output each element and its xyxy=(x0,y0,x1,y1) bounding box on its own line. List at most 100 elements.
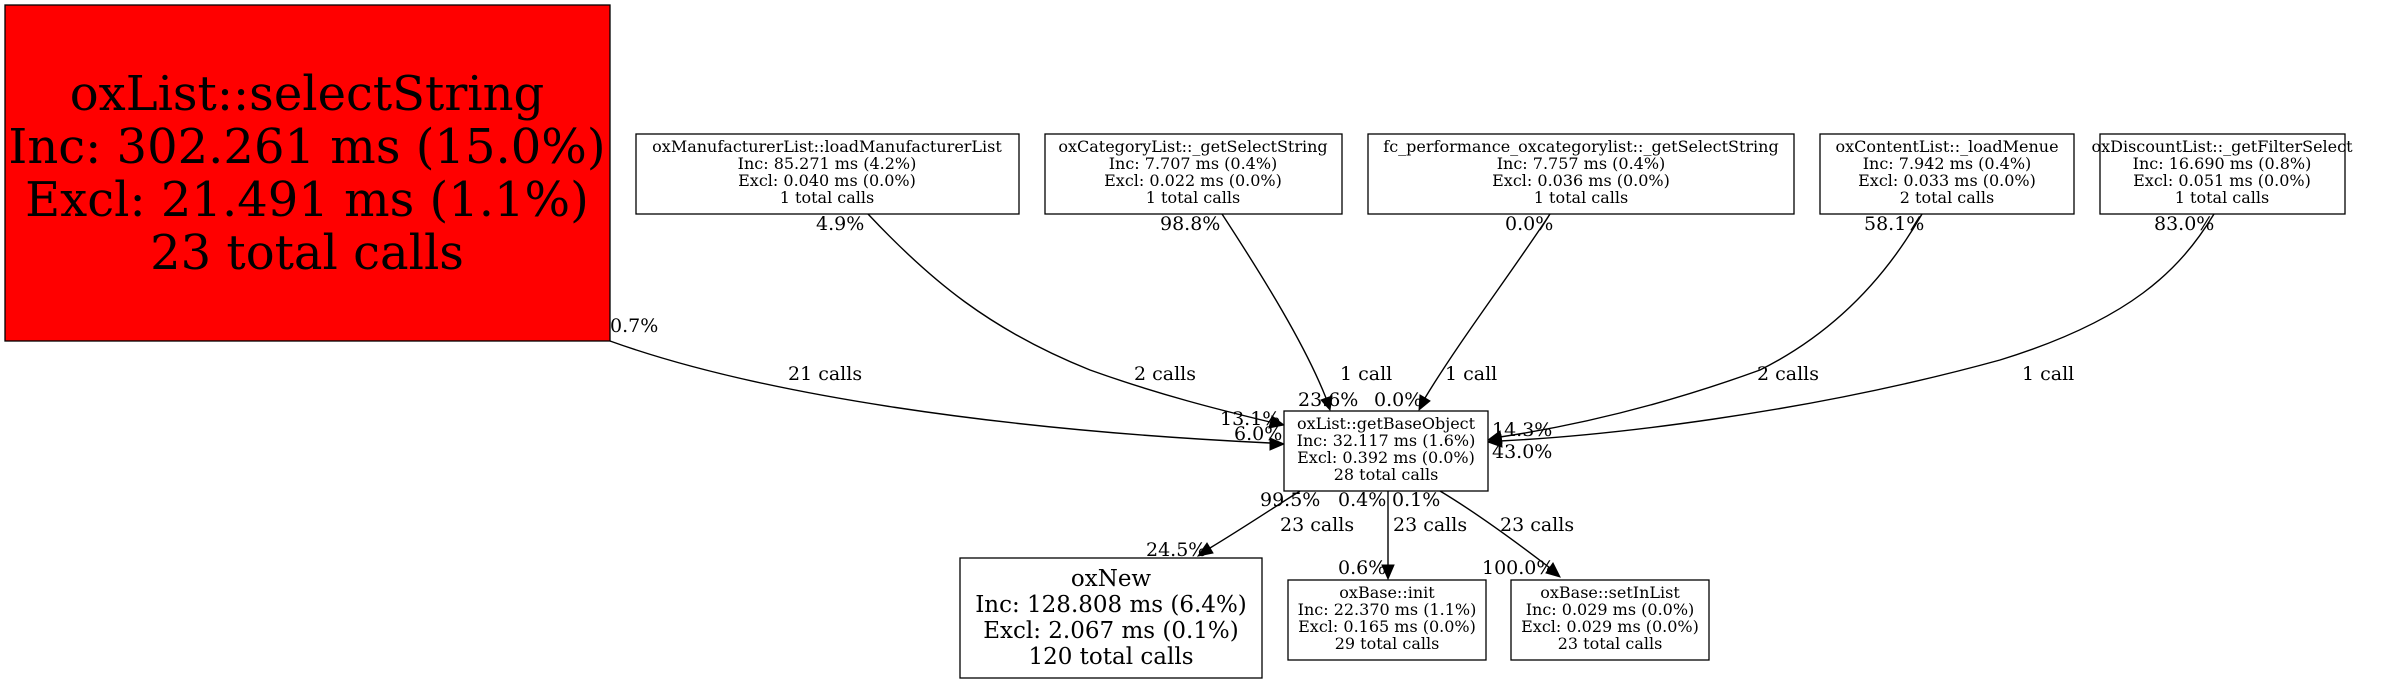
node-calls: 28 total calls xyxy=(1334,465,1439,484)
node-excl: Excl: 0.165 ms (0.0%) xyxy=(1298,617,1476,636)
node-inc: Inc: 0.029 ms (0.0%) xyxy=(1526,600,1695,619)
edge-content-to-getbaseobject: 2 calls 58.1% 14.3% xyxy=(1486,213,1924,444)
node-fc-performance-getselectstring[interactable]: fc_performance_oxcategorylist::_getSelec… xyxy=(1367,133,1795,215)
node-title: oxDiscountList::_getFilterSelect xyxy=(2091,137,2353,156)
node-excl: Excl: 2.067 ms (0.1%) xyxy=(983,618,1239,644)
edge-to-pct: 23.6% xyxy=(1298,389,1358,411)
edge-calls-label: 1 call xyxy=(1340,363,1392,385)
edge-fc-to-getbaseobject: 1 call 0.0% 0.0% xyxy=(1374,213,1553,412)
node-oxlist-getbaseobject[interactable]: oxList::getBaseObject Inc: 32.117 ms (1.… xyxy=(1283,410,1489,492)
edge-getbaseobject-to-init: 23 calls 0.4% 0.6% xyxy=(1338,489,1467,581)
node-calls: 1 total calls xyxy=(1534,188,1628,207)
edge-calls-label: 1 call xyxy=(1445,363,1497,385)
edge-from-pct: 0.0% xyxy=(1505,213,1553,235)
node-title: fc_performance_oxcategorylist::_getSelec… xyxy=(1383,137,1778,156)
edge-category-to-getbaseobject: 1 call 98.8% 23.6% xyxy=(1160,213,1392,412)
nodes: oxList::selectString Inc: 302.261 ms (15… xyxy=(4,4,2353,679)
edge-from-pct: 98.8% xyxy=(1160,213,1220,235)
edge-to-pct: 14.3% xyxy=(1492,419,1552,441)
node-title: oxCategoryList::_getSelectString xyxy=(1058,137,1327,156)
edge-from-pct: 4.9% xyxy=(816,213,864,235)
node-excl: Excl: 0.051 ms (0.0%) xyxy=(2133,171,2311,190)
node-title: oxBase::init xyxy=(1339,583,1435,602)
node-inc: Inc: 7.757 ms (0.4%) xyxy=(1497,154,1666,173)
node-contentlist-loadmenue[interactable]: oxContentList::_loadMenue Inc: 7.942 ms … xyxy=(1819,133,2075,215)
node-excl: Excl: 0.036 ms (0.0%) xyxy=(1492,171,1670,190)
node-calls: 23 total calls xyxy=(150,225,464,281)
node-box xyxy=(635,133,1020,215)
edge-to-pct: 100.0% xyxy=(1482,557,1554,579)
edge-calls-label: 21 calls xyxy=(788,363,862,385)
node-box xyxy=(1287,579,1487,661)
node-title: oxList::getBaseObject xyxy=(1297,414,1476,433)
edge-calls-label: 23 calls xyxy=(1393,514,1467,536)
arrowhead xyxy=(1545,562,1561,578)
edge-line xyxy=(1209,490,1301,549)
node-oxbase-setinlist[interactable]: oxBase::setInList Inc: 0.029 ms (0.0%) E… xyxy=(1510,579,1710,661)
node-box xyxy=(959,557,1263,679)
node-box xyxy=(1510,579,1710,661)
edge-selectstring-to-getbaseobject: 21 calls 0.7% 6.0% xyxy=(609,315,1286,451)
node-excl: Excl: 0.040 ms (0.0%) xyxy=(738,171,916,190)
node-box xyxy=(1367,133,1795,215)
edge-to-pct: 24.5% xyxy=(1146,539,1206,561)
node-calls: 2 total calls xyxy=(1900,188,1994,207)
edge-to-pct: 0.0% xyxy=(1374,389,1422,411)
node-excl: Excl: 21.491 ms (1.1%) xyxy=(25,172,589,228)
node-inc: Inc: 302.261 ms (15.0%) xyxy=(8,119,605,175)
node-categorylist-getselectstring[interactable]: oxCategoryList::_getSelectString Inc: 7.… xyxy=(1044,133,1343,215)
arrowhead xyxy=(1268,415,1286,429)
edge-line xyxy=(1439,490,1551,569)
node-inc: Inc: 7.707 ms (0.4%) xyxy=(1109,154,1278,173)
edge-from-pct: 83.0% xyxy=(2154,213,2214,235)
node-oxnew[interactable]: oxNew Inc: 128.808 ms (6.4%) Excl: 2.067… xyxy=(959,557,1263,679)
arrowhead xyxy=(1196,542,1214,557)
arrowhead xyxy=(1269,437,1286,451)
arrowhead xyxy=(1320,395,1333,412)
node-box xyxy=(2099,133,2346,215)
edge-line xyxy=(1424,213,1551,399)
edge-getbaseobject-to-oxnew: 23 calls 99.5% 24.5% xyxy=(1146,489,1354,561)
node-discountlist-getfilterselect[interactable]: oxDiscountList::_getFilterSelect Inc: 16… xyxy=(2091,133,2353,215)
node-inc: Inc: 22.370 ms (1.1%) xyxy=(1298,600,1477,619)
node-box xyxy=(1044,133,1343,215)
node-calls: 1 total calls xyxy=(2175,188,2269,207)
edge-line xyxy=(867,213,1271,423)
edge-calls-label: 2 calls xyxy=(1757,363,1819,385)
node-oxbase-init[interactable]: oxBase::init Inc: 22.370 ms (1.1%) Excl:… xyxy=(1287,579,1487,661)
edge-getbaseobject-to-setinlist: 23 calls 0.1% 100.0% xyxy=(1392,489,1574,579)
node-title: oxContentList::_loadMenue xyxy=(1835,137,2058,156)
node-excl: Excl: 0.022 ms (0.0%) xyxy=(1104,171,1282,190)
node-excl: Excl: 0.033 ms (0.0%) xyxy=(1858,171,2036,190)
edge-to-pct: 13.1% xyxy=(1220,408,1280,430)
edge-line xyxy=(1499,213,2215,442)
node-calls: 29 total calls xyxy=(1335,634,1440,653)
edge-to-pct: 6.0% xyxy=(1234,423,1282,445)
edge-calls-label: 23 calls xyxy=(1500,514,1574,536)
node-excl: Excl: 0.392 ms (0.0%) xyxy=(1297,448,1475,467)
node-calls: 1 total calls xyxy=(780,188,874,207)
node-inc: Inc: 32.117 ms (1.6%) xyxy=(1297,431,1476,450)
edge-line xyxy=(609,340,1271,444)
node-inc: Inc: 85.271 ms (4.2%) xyxy=(738,154,917,173)
arrowhead xyxy=(1381,564,1395,581)
node-box xyxy=(4,4,611,342)
node-calls: 120 total calls xyxy=(1028,644,1193,670)
edge-line xyxy=(1499,213,1923,438)
edge-from-pct: 0.7% xyxy=(610,315,658,337)
node-calls: 1 total calls xyxy=(1146,188,1240,207)
edge-calls-label: 1 call xyxy=(2022,363,2074,385)
node-calls: 23 total calls xyxy=(1558,634,1663,653)
edge-line xyxy=(1221,213,1327,399)
node-manufacturerlist-loadmanufacturerlist[interactable]: oxManufacturerList::loadManufacturerList… xyxy=(635,133,1020,215)
edges: 21 calls 0.7% 6.0% 2 calls 4.9% 13.1% 1 … xyxy=(609,213,2215,581)
node-inc: Inc: 128.808 ms (6.4%) xyxy=(975,592,1247,618)
node-oxlist-selectstring[interactable]: oxList::selectString Inc: 302.261 ms (15… xyxy=(4,4,611,342)
edge-from-pct: 99.5% xyxy=(1260,489,1320,511)
edge-from-pct: 58.1% xyxy=(1864,213,1924,235)
node-excl: Excl: 0.029 ms (0.0%) xyxy=(1521,617,1699,636)
node-title: oxList::selectString xyxy=(70,66,545,122)
edge-to-pct: 43.0% xyxy=(1492,441,1552,463)
edge-manufacturer-to-getbaseobject: 2 calls 4.9% 13.1% xyxy=(816,213,1286,430)
